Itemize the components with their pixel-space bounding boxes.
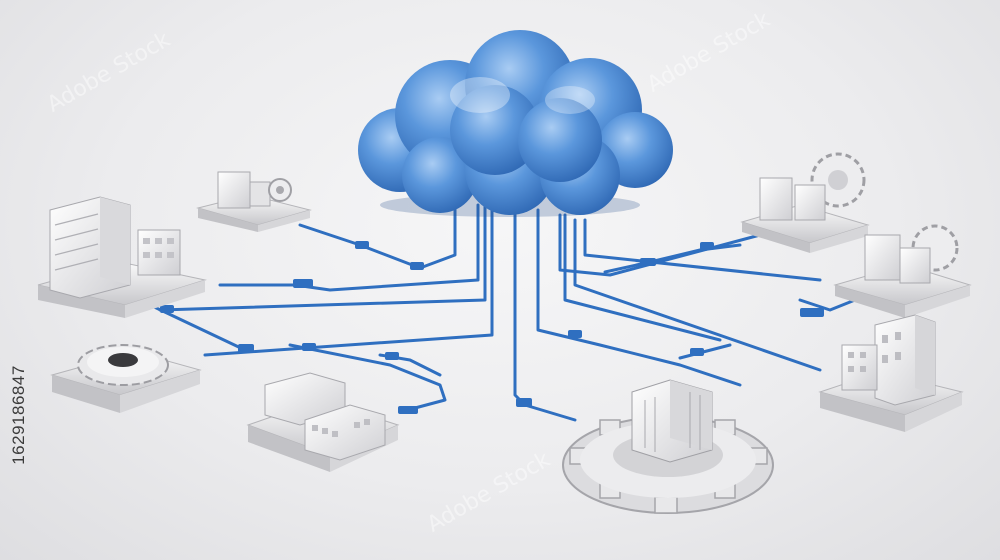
gear-node-top-right [740,152,870,253]
building-node-bottom-right [818,314,964,432]
cloud-icon [358,30,673,217]
building-node-left-large [37,196,207,318]
stock-id-text: 1629186847 [9,365,29,465]
gear-node-right [833,224,972,318]
gear-node-center [562,379,774,514]
building-node-bottom-left [246,372,400,472]
network-cables [148,203,857,422]
cable-connectors [160,241,824,414]
gear-node-left [50,344,202,413]
building-node-top-left [196,171,312,232]
stock-id-label: 1629186847 [4,300,34,530]
